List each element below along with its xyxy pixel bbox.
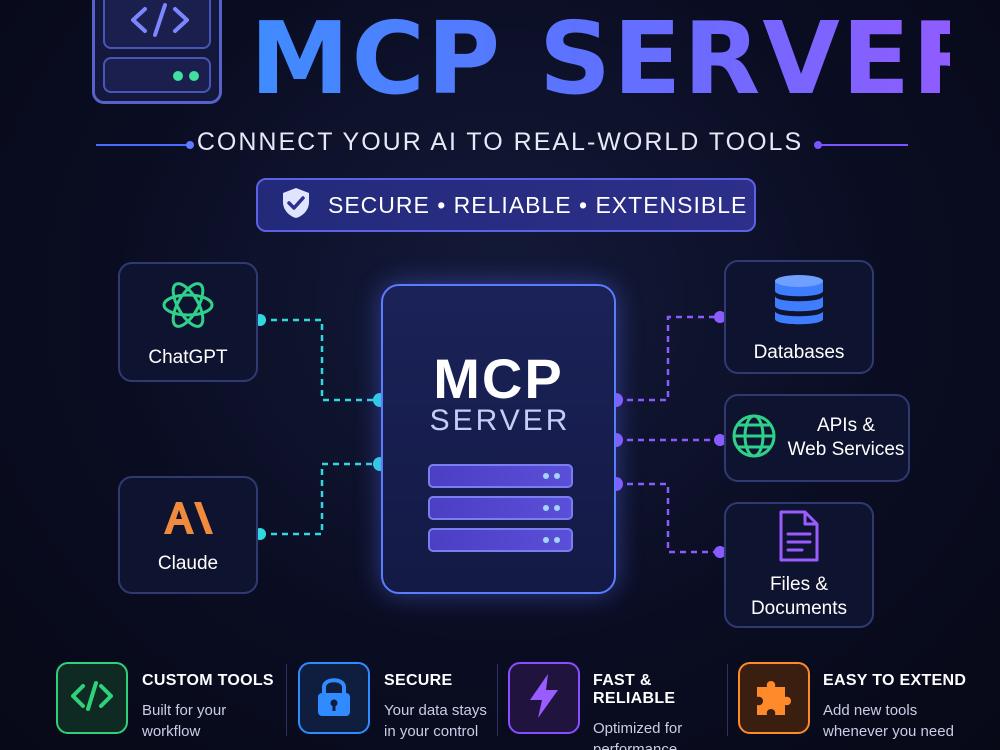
service-card-files[interactable]: Files & Documents bbox=[724, 502, 874, 628]
server-rack bbox=[428, 464, 573, 488]
subtitle-divider-right bbox=[818, 144, 908, 146]
service-label-group: APIs & Web Services bbox=[788, 414, 905, 462]
feature-divider bbox=[497, 664, 498, 736]
server-rack bbox=[428, 496, 573, 520]
service-label-group: Files & Documents bbox=[751, 573, 847, 621]
feature-fast-icon-box bbox=[508, 662, 580, 734]
code-icon bbox=[103, 0, 211, 49]
mcp-server-card[interactable]: MCP bbox=[381, 284, 616, 594]
status-dot bbox=[173, 71, 183, 81]
database-icon bbox=[773, 271, 825, 334]
server-slot bbox=[103, 57, 211, 93]
feature-divider bbox=[286, 664, 287, 736]
center-title: MCP bbox=[433, 347, 564, 410]
connector-chatgpt bbox=[260, 318, 380, 402]
service-label: Files & bbox=[769, 573, 829, 595]
feature-custom-tools-icon-box bbox=[56, 662, 128, 734]
feature-extend-icon-box bbox=[738, 662, 810, 734]
shield-check-icon bbox=[280, 186, 312, 225]
feature-title: CUSTOM TOOLS bbox=[142, 672, 274, 689]
badge-text: SECURE • RELIABLE • EXTENSIBLE bbox=[328, 191, 748, 218]
client-label: ChatGPT bbox=[148, 346, 228, 368]
lock-icon bbox=[314, 674, 354, 723]
client-label: Claude bbox=[157, 552, 219, 574]
service-label: Databases bbox=[753, 341, 845, 363]
client-card-claude[interactable]: Claude bbox=[118, 476, 258, 594]
server-rack bbox=[428, 528, 573, 552]
server-code-logo bbox=[92, 0, 222, 104]
code-icon bbox=[69, 679, 115, 718]
feature-secure-icon-box bbox=[298, 662, 370, 734]
page-subtitle: CONNECT YOUR AI TO REAL-WORLD TOOLS bbox=[196, 128, 804, 156]
connector-databases bbox=[616, 315, 720, 402]
feature-title: SECURE bbox=[384, 672, 453, 689]
lightning-icon bbox=[526, 672, 562, 725]
feature-title: EASY TO EXTEND bbox=[823, 672, 967, 689]
service-label: Web Services bbox=[787, 439, 905, 460]
divider-dot bbox=[186, 141, 194, 149]
service-card-apis[interactable]: APIs & Web Services bbox=[724, 394, 910, 482]
document-icon bbox=[777, 510, 821, 567]
globe-icon bbox=[730, 412, 778, 465]
connector-files bbox=[616, 482, 720, 554]
subtitle-divider-left bbox=[96, 144, 190, 146]
feature-divider bbox=[727, 664, 728, 736]
client-card-chatgpt[interactable]: ChatGPT bbox=[118, 262, 258, 382]
anthropic-logo-icon bbox=[158, 496, 218, 545]
service-label: APIs & bbox=[816, 415, 876, 436]
connector-claude bbox=[260, 462, 380, 536]
page-title: MCP SERVER bbox=[250, 0, 992, 117]
service-label: Documents bbox=[750, 597, 848, 619]
feature-title: FAST & RELIABLE bbox=[593, 672, 676, 707]
puzzle-icon bbox=[751, 673, 797, 724]
features-badge: SECURE • RELIABLE • EXTENSIBLE bbox=[256, 178, 756, 232]
openai-logo-icon bbox=[159, 276, 217, 339]
status-dot bbox=[189, 71, 199, 81]
service-card-databases[interactable]: Databases bbox=[724, 260, 874, 374]
center-subtitle: SERVER bbox=[429, 404, 571, 437]
